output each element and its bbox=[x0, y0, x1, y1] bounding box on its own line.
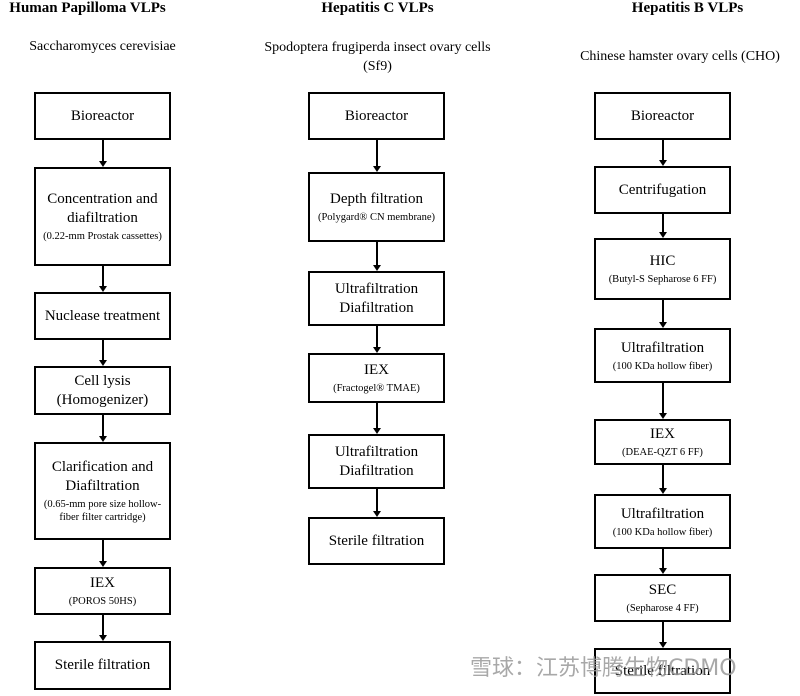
hpv-step-cell-lysis: Cell lysis (Homogenizer) bbox=[34, 366, 171, 415]
hpv-step-concentration-diafiltration: Concentration and diafiltration (0.22-mm… bbox=[34, 167, 171, 266]
step-detail: (DEAE-QZT 6 FF) bbox=[622, 447, 703, 458]
step-label: HIC bbox=[649, 253, 676, 269]
column-subtitle-hcv: Spodoptera frugiperda insect ovary cells… bbox=[264, 40, 491, 74]
hbv-step-hic: HIC (Butyl-S Sepharose 6 FF) bbox=[594, 238, 731, 300]
hcv-step-depth-filtration: Depth filtration (Polygard® CN membrane) bbox=[308, 172, 445, 242]
hpv-step-nuclease-treatment: Nuclease treatment bbox=[34, 292, 171, 340]
column-title-hcv: Hepatitis C VLPs bbox=[321, 0, 434, 16]
hpv-step-bioreactor: Bioreactor bbox=[34, 92, 171, 140]
column-title-hpv: Human Papilloma VLPs bbox=[9, 0, 166, 16]
step-label: Sterile filtration bbox=[54, 657, 151, 673]
step-label: Bioreactor bbox=[630, 107, 695, 124]
step-detail: (Polygard® CN membrane) bbox=[317, 212, 436, 223]
step-detail: (100 KDa hollow fiber) bbox=[612, 526, 713, 538]
step-detail: (0.65-mm pore size hollow-fiber filter c… bbox=[43, 499, 162, 523]
step-detail: (Sepharose 4 FF) bbox=[626, 603, 699, 614]
step-label: Sterile filtration bbox=[328, 532, 425, 549]
hbv-step-ultrafiltration-2: Ultrafiltration (100 KDa hollow fiber) bbox=[594, 494, 731, 549]
step-label: Clarification and Diafiltration bbox=[51, 459, 154, 494]
hbv-step-sec: SEC (Sepharose 4 FF) bbox=[594, 574, 731, 622]
step-label: IEX bbox=[364, 362, 389, 378]
step-detail: (Butyl-S Sepharose 6 FF) bbox=[608, 274, 717, 285]
step-detail: (0.22-mm Prostak cassettes) bbox=[43, 231, 162, 242]
hpv-step-sterile-filtration: Sterile filtration bbox=[34, 641, 171, 690]
step-label: Ultrafiltration Diafiltration bbox=[334, 443, 419, 479]
step-label: Depth filtration bbox=[330, 191, 423, 207]
hcv-step-ultrafiltration-diafiltration-2: Ultrafiltration Diafiltration bbox=[308, 434, 445, 489]
column-subtitle-hbv: Chinese hamster ovary cells (CHO) bbox=[580, 49, 780, 64]
step-label: Bioreactor bbox=[344, 107, 409, 124]
step-label: Ultrafiltration bbox=[620, 505, 705, 522]
hpv-step-iex: IEX (POROS 50HS) bbox=[34, 567, 171, 615]
step-label: Cell lysis (Homogenizer) bbox=[56, 372, 149, 408]
column-title-hbv: Hepatitis B VLPs bbox=[631, 0, 744, 16]
step-label: Ultrafiltration Diafiltration bbox=[334, 280, 419, 316]
step-detail: (Fractogel® TMAE) bbox=[333, 383, 420, 394]
step-label: Sterile filtration bbox=[614, 662, 711, 679]
hbv-step-bioreactor: Bioreactor bbox=[594, 92, 731, 140]
step-label: Centrifugation bbox=[618, 181, 707, 198]
hbv-step-iex: IEX (DEAE-QZT 6 FF) bbox=[594, 419, 731, 465]
hbv-step-ultrafiltration-1: Ultrafiltration (100 KDa hollow fiber) bbox=[594, 328, 731, 383]
step-label: Ultrafiltration bbox=[620, 339, 705, 356]
hbv-step-sterile-filtration: Sterile filtration bbox=[594, 648, 731, 694]
step-detail: (POROS 50HS) bbox=[68, 596, 137, 607]
hbv-step-centrifugation: Centrifugation bbox=[594, 166, 731, 214]
hcv-step-ultrafiltration-diafiltration-1: Ultrafiltration Diafiltration bbox=[308, 271, 445, 326]
step-label: IEX bbox=[90, 575, 115, 591]
hcv-step-bioreactor: Bioreactor bbox=[308, 92, 445, 140]
step-label: IEX bbox=[650, 426, 675, 442]
step-label: Nuclease treatment bbox=[44, 307, 161, 324]
step-label: Bioreactor bbox=[70, 107, 135, 124]
column-subtitle-hpv: Saccharomyces cerevisiae bbox=[29, 39, 176, 54]
hpv-step-clarification-diafiltration: Clarification and Diafiltration (0.65-mm… bbox=[34, 442, 171, 540]
watermark-text: 雪球：江苏博腾生物CDMO bbox=[470, 656, 737, 681]
step-label: SEC bbox=[648, 582, 677, 598]
step-label: Concentration and diafiltration bbox=[47, 191, 158, 226]
hcv-step-iex: IEX (Fractogel® TMAE) bbox=[308, 353, 445, 403]
hcv-step-sterile-filtration: Sterile filtration bbox=[308, 517, 445, 565]
step-detail: (100 KDa hollow fiber) bbox=[612, 360, 713, 372]
